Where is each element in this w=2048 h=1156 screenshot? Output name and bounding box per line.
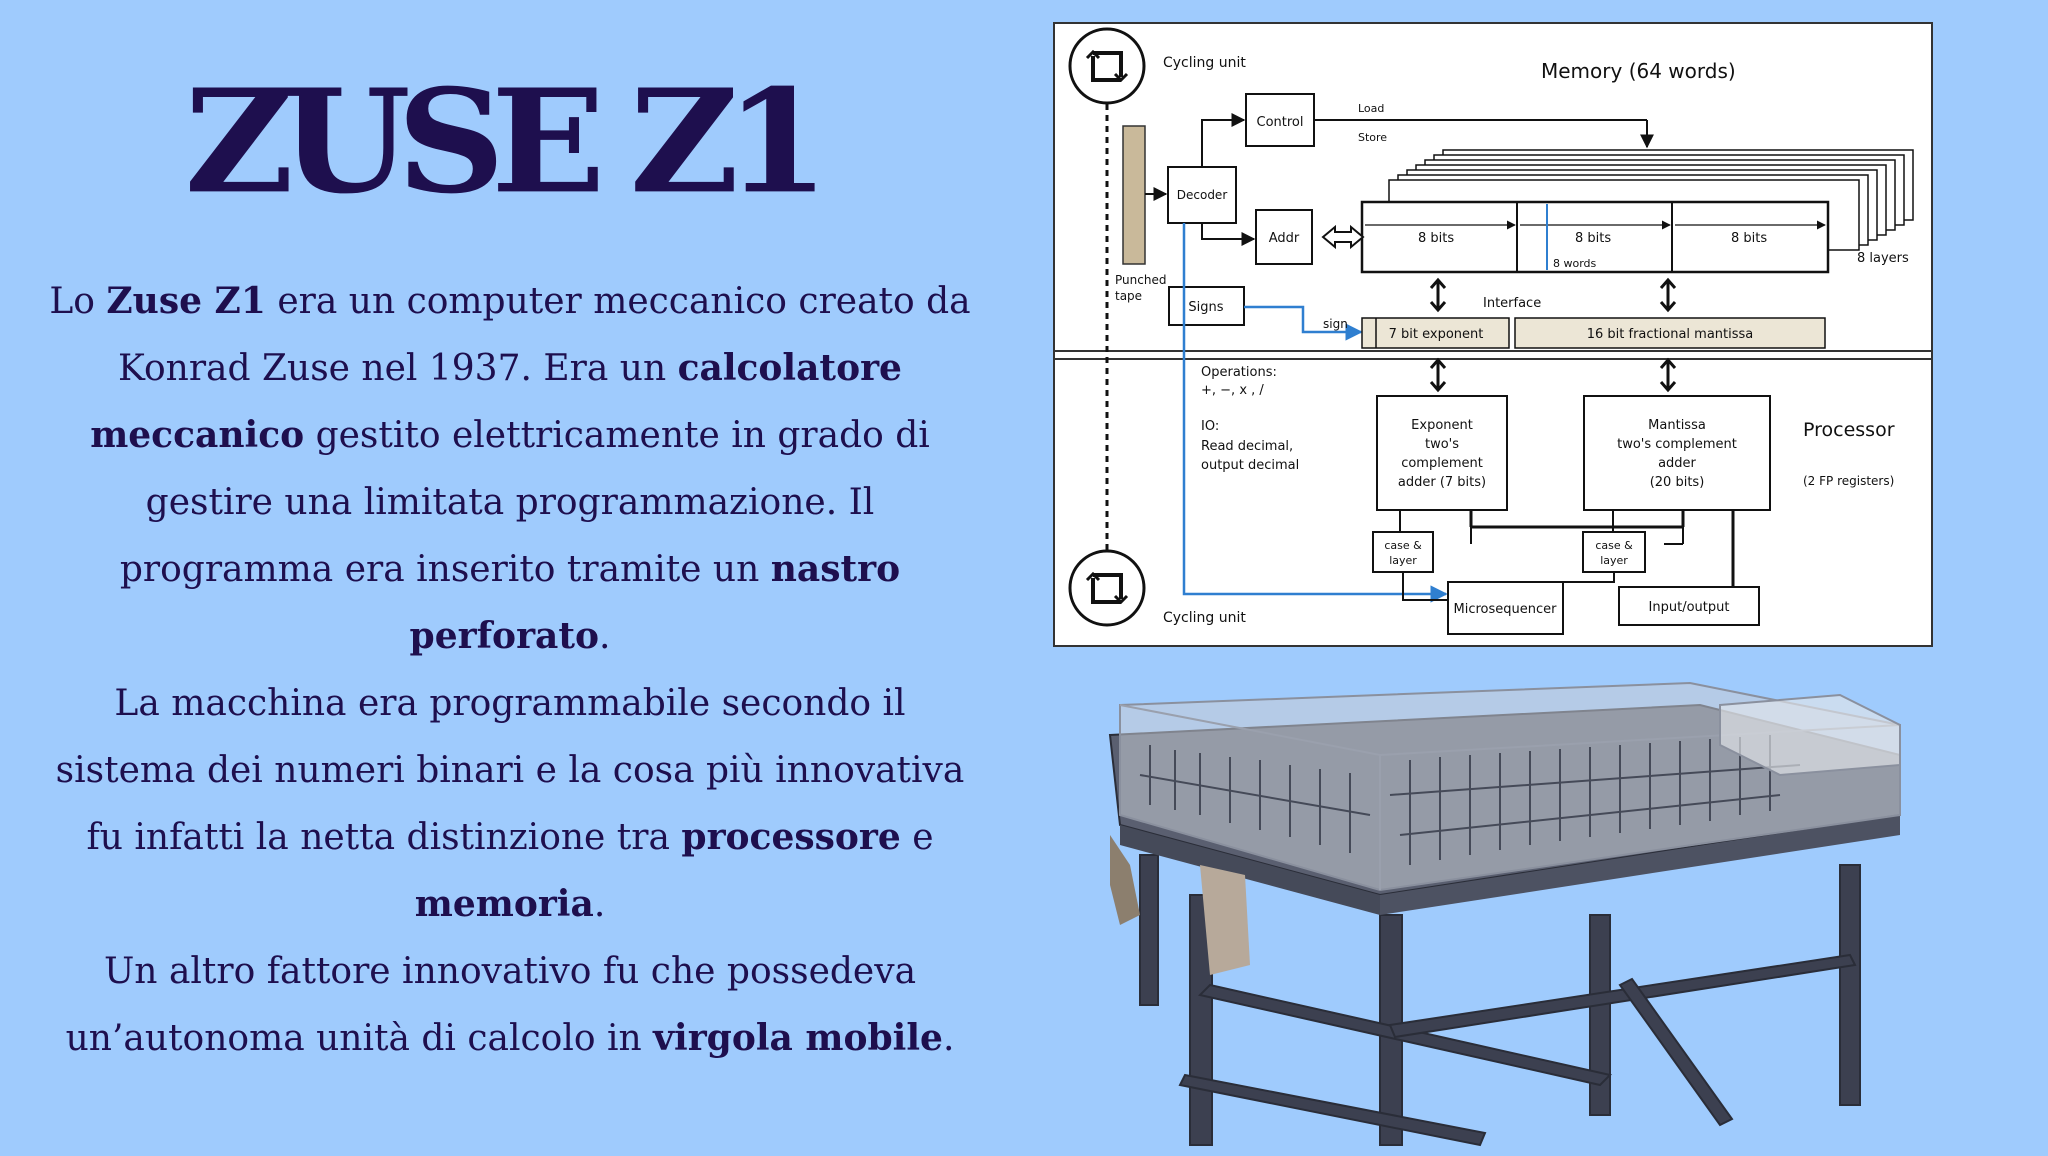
text-segment: . bbox=[599, 616, 611, 657]
exponent-adder-label-2: two's bbox=[1425, 437, 1459, 452]
bits-label-3: 8 bits bbox=[1731, 231, 1767, 246]
exponent-adder-label-1: Exponent bbox=[1411, 418, 1473, 433]
cycling-unit-bottom-label: Cycling unit bbox=[1163, 610, 1246, 626]
processor-label: Processor bbox=[1803, 419, 1895, 441]
exponent-adder-label-4: adder (7 bits) bbox=[1398, 475, 1486, 490]
text-segment: Lo bbox=[49, 281, 107, 322]
store-label: Store bbox=[1358, 131, 1387, 144]
addr-bus-icon bbox=[1321, 224, 1365, 250]
operations-label-1: Operations: bbox=[1201, 365, 1277, 380]
zuse-z1-machine-photo bbox=[1080, 665, 1980, 1152]
control-label: Control bbox=[1257, 115, 1304, 130]
punched-tape-label-2: tape bbox=[1115, 289, 1142, 303]
bold-term: calcolatore meccanico bbox=[90, 347, 902, 456]
cycling-unit-bottom-icon bbox=[1068, 549, 1146, 627]
architecture-diagram: Cycling unit Cycling unit Punched tape M… bbox=[1053, 22, 1933, 647]
interface-label: Interface bbox=[1483, 296, 1541, 311]
addr-label: Addr bbox=[1269, 231, 1300, 246]
paragraph: Lo Zuse Z1 era un computer meccanico cre… bbox=[40, 268, 980, 670]
case-layer-1-label-1: case & bbox=[1384, 539, 1422, 552]
decoder-label: Decoder bbox=[1177, 188, 1228, 202]
page-title: ZUSE Z1 bbox=[184, 58, 829, 226]
case-layer-2-label-1: case & bbox=[1595, 539, 1633, 552]
bits-label-1: 8 bits bbox=[1418, 231, 1454, 246]
text-segment: e bbox=[900, 817, 934, 858]
cycling-unit-top-label: Cycling unit bbox=[1163, 55, 1246, 71]
memory-layers bbox=[1360, 149, 1914, 274]
microsequencer-label: Microsequencer bbox=[1454, 602, 1558, 617]
bold-term: Zuse Z1 bbox=[106, 280, 266, 322]
fp-registers-label: (2 FP registers) bbox=[1803, 474, 1894, 488]
bold-term: nastro perforato bbox=[409, 548, 901, 657]
paragraph: La macchina era programmabile secondo il… bbox=[40, 670, 980, 938]
case-layer-2-label-2: layer bbox=[1600, 554, 1628, 567]
bits-label-2: 8 bits bbox=[1575, 231, 1611, 246]
layers-label: 8 layers bbox=[1857, 251, 1909, 266]
words-label: 8 words bbox=[1553, 257, 1597, 270]
case-layer-1-label-2: layer bbox=[1389, 554, 1417, 567]
sign-label: sign bbox=[1323, 317, 1348, 331]
bold-term: virgola mobile bbox=[653, 1017, 943, 1059]
operations-label-2: +, −, x , / bbox=[1201, 383, 1264, 398]
punched-tape-label-1: Punched bbox=[1115, 273, 1166, 287]
exponent-adder-label-3: complement bbox=[1401, 456, 1483, 471]
text-segment: Un altro fattore innovativo fu che posse… bbox=[65, 951, 917, 1059]
mantissa-register-label: 16 bit fractional mantissa bbox=[1587, 327, 1754, 342]
bold-term: processore bbox=[681, 816, 901, 858]
text-segment: gestito elettricamente in grado di gesti… bbox=[119, 415, 930, 590]
input-output-label: Input/output bbox=[1649, 600, 1730, 615]
text-segment: La macchina era programmabile secondo il… bbox=[55, 683, 965, 858]
signs-label: Signs bbox=[1188, 300, 1223, 315]
punched-tape bbox=[1122, 125, 1146, 265]
exponent-register-label: 7 bit exponent bbox=[1389, 327, 1484, 342]
paragraph: Un altro fattore innovativo fu che posse… bbox=[40, 938, 980, 1072]
io-label-3: output decimal bbox=[1201, 458, 1299, 473]
text-segment: era un computer meccanico creato da Konr… bbox=[118, 281, 971, 389]
text-segment: . bbox=[593, 884, 606, 925]
mantissa-adder-label-2: two's complement bbox=[1617, 437, 1737, 452]
mantissa-adder-label-1: Mantissa bbox=[1648, 418, 1706, 433]
io-label-2: Read decimal, bbox=[1201, 439, 1293, 454]
bold-term: memoria bbox=[414, 883, 594, 925]
description-text: Lo Zuse Z1 era un computer meccanico cre… bbox=[40, 268, 980, 1072]
io-label-1: IO: bbox=[1201, 419, 1219, 434]
mantissa-adder-label-4: (20 bits) bbox=[1650, 475, 1705, 490]
load-label: Load bbox=[1358, 102, 1384, 115]
text-segment: . bbox=[942, 1018, 955, 1059]
cycling-unit-top-icon bbox=[1068, 27, 1146, 105]
mantissa-adder-label-3: adder bbox=[1658, 456, 1696, 471]
memory-title: Memory (64 words) bbox=[1541, 59, 1736, 83]
